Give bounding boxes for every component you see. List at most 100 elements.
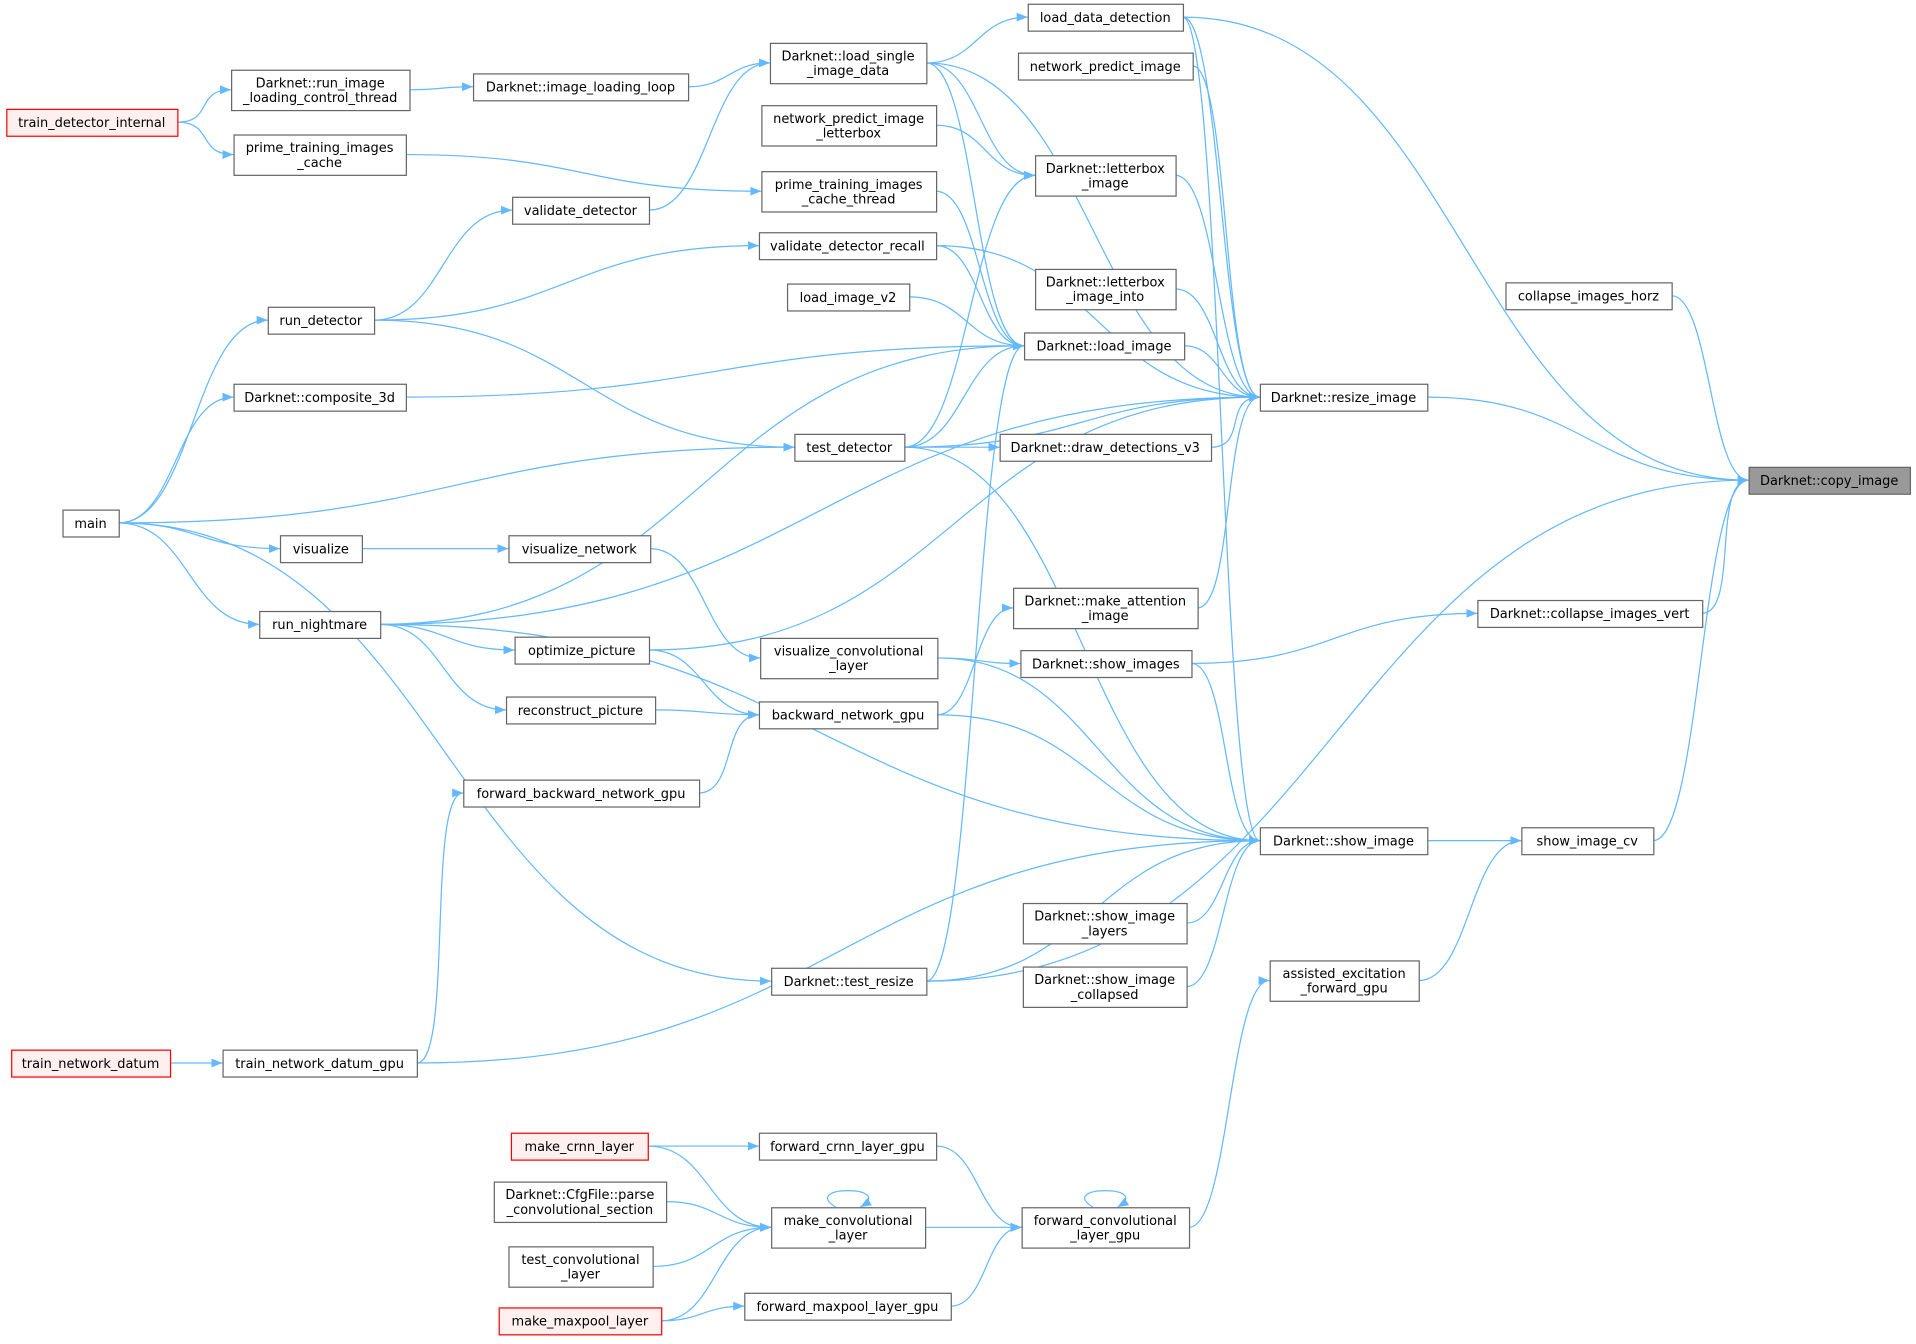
node-forward-backward-network-gpu[interactable]: forward_backward_network_gpu (463, 779, 701, 808)
edge-show_images-to-show_image (1191, 662, 1260, 845)
node-validate-detector[interactable]: validate_detector (512, 196, 651, 225)
node-train-detector-internal[interactable]: train_detector_internal (6, 108, 179, 137)
edge-main-to-test_resize (118, 522, 772, 986)
node-box (771, 967, 928, 996)
node-load-image-v2[interactable]: load_image_v2 (786, 283, 911, 312)
node-test-convolutional-layer[interactable]: test_convolutional_layer (508, 1246, 654, 1288)
node-prime-training-images-cache[interactable]: prime_training_images_cache (233, 134, 407, 176)
edge-letterbox_image-to-resize_image (1175, 174, 1260, 402)
node-show-image-collapsed[interactable]: Darknet::show_image_collapsed (1022, 966, 1188, 1009)
edge-collapse_images_horz-to-copy_image (1671, 295, 1749, 485)
edge-load_image-to-resize_image (1184, 345, 1260, 402)
node-label: backward_network_gpu (772, 709, 925, 724)
node-train-network-datum[interactable]: train_network_datum (11, 1049, 172, 1078)
edge-make_crnn_layer-to-make_convolutional_layer (647, 1145, 772, 1232)
node-box (1020, 650, 1193, 679)
node-label: test_convolutional (521, 1253, 639, 1268)
node-label: optimize_picture (528, 644, 635, 659)
node-reconstruct-picture[interactable]: reconstruct_picture (505, 696, 657, 725)
node-train-network-datum-gpu[interactable]: train_network_datum_gpu (222, 1049, 418, 1078)
nodes: load_data_detection network_predict_image… (6, 3, 1912, 1336)
node-label: forward_backward_network_gpu (477, 787, 686, 802)
edge-train_network_datum_gpu-to-forward_backward_network_gpu (416, 788, 464, 1064)
edge-run_nightmare-to-optimize_picture (380, 623, 515, 655)
node-label: load_image_v2 (800, 291, 897, 306)
node-make-maxpool-layer[interactable]: make_maxpool_layer (498, 1307, 663, 1336)
node-load-single-image-data[interactable]: Darknet::load_single_image_data (769, 42, 928, 85)
node-backward-network-gpu[interactable]: backward_network_gpu (758, 701, 939, 730)
edge-validate_detector-to-load_single_image_data (648, 58, 770, 211)
node-label: Darknet::collapse_images_vert (1490, 607, 1690, 622)
node-composite-3d[interactable]: Darknet::composite_3d (233, 383, 407, 412)
node-prime-training-images-cache-thread[interactable]: prime_training_images_cache_thread (761, 171, 938, 213)
node-box (1022, 902, 1188, 945)
node-label: visualize (293, 542, 349, 557)
node-visualize-network[interactable]: visualize_network (508, 535, 652, 564)
node-label: Darknet::letterbox (1046, 162, 1165, 177)
edge-run_nightmare-to-load_image (380, 341, 1024, 625)
node-box (233, 134, 407, 176)
node-forward-maxpool-layer-gpu[interactable]: forward_maxpool_layer_gpu (744, 1292, 952, 1321)
node-show-image-cv[interactable]: show_image_cv (1521, 827, 1655, 856)
node-collapse-images-vert[interactable]: Darknet::collapse_images_vert (1477, 599, 1704, 629)
node-box (259, 610, 382, 640)
node-label: Darknet::letterbox (1046, 276, 1165, 291)
node-box (1034, 155, 1177, 197)
node-test-resize[interactable]: Darknet::test_resize (771, 967, 928, 996)
edge-run_nightmare-to-reconstruct_picture (380, 623, 506, 715)
node-show-image[interactable]: Darknet::show_image (1259, 827, 1429, 856)
node-label: _image (1081, 177, 1129, 192)
node-forward-convolutional-layer-gpu[interactable]: forward_convolutional_layer_gpu (1021, 1207, 1191, 1249)
node-parse-convolutional-section[interactable]: Darknet::CfgFile::parse_convolutional_se… (493, 1181, 668, 1224)
node-label: _loading_control_thread (242, 91, 397, 106)
node-make-attention-image[interactable]: Darknet::make_attention_image (1012, 587, 1199, 630)
node-load-image[interactable]: Darknet::load_image (1023, 332, 1186, 361)
node-load-data-detection[interactable]: load_data_detection (1027, 3, 1185, 32)
node-visualize-convolutional-layer[interactable]: visualize_convolutional_layer (760, 637, 939, 680)
node-label: train_detector_internal (18, 116, 165, 131)
node-assisted-excitation-forward-gpu[interactable]: assisted_excitation_forward_gpu (1269, 960, 1420, 1002)
node-box (508, 1246, 654, 1288)
node-box (1023, 332, 1186, 361)
node-optimize-picture[interactable]: optimize_picture (514, 636, 651, 665)
node-box (1012, 587, 1199, 630)
node-make-convolutional-layer[interactable]: make_convolutional_layer (771, 1207, 927, 1249)
edge-load_data_detection-to-show_image (1182, 16, 1261, 845)
node-image-loading-loop[interactable]: Darknet::image_loading_loop (472, 73, 690, 102)
node-main[interactable]: main (62, 509, 120, 538)
node-label: _image_data (806, 64, 889, 79)
node-label: reconstruct_picture (518, 704, 643, 719)
node-run-detector[interactable]: run_detector (267, 306, 376, 335)
edge-show_images-to-collapse_images_vert (1191, 608, 1478, 665)
edge-load_data_detection-to-resize_image (1182, 16, 1260, 402)
node-copy-image[interactable]: Darknet::copy_image (1748, 466, 1912, 495)
edge-test_convolutional_layer-to-make_convolutional_layer (652, 1222, 772, 1268)
node-test-detector[interactable]: test_detector (794, 433, 906, 462)
node-network-predict-image-letterbox[interactable]: network_predict_image_letterbox (761, 105, 938, 147)
node-draw-detections-v3[interactable]: Darknet::draw_detections_v3 (999, 433, 1213, 462)
node-box (62, 509, 120, 538)
node-collapse-images-horz[interactable]: collapse_images_horz (1505, 282, 1673, 311)
node-make-crnn-layer[interactable]: make_crnn_layer (510, 1132, 649, 1161)
node-label: assisted_excitation (1283, 967, 1406, 982)
node-label: Darknet::copy_image (1760, 474, 1898, 489)
node-label: _cache (296, 156, 342, 171)
node-label: validate_detector_recall (770, 239, 925, 254)
edges (118, 12, 1749, 1322)
edge-backward_network_gpu-to-show_image (937, 714, 1260, 846)
node-resize-image[interactable]: Darknet::resize_image (1259, 383, 1429, 412)
node-box (1269, 960, 1420, 1002)
node-show-image-layers[interactable]: Darknet::show_image_layers (1022, 902, 1188, 945)
node-visualize[interactable]: visualize (279, 535, 363, 564)
node-run-image-loading-control-thread[interactable]: Darknet::run_image_loading_control_threa… (231, 69, 411, 112)
node-letterbox-image[interactable]: Darknet::letterbox_image (1034, 155, 1177, 197)
node-run-nightmare[interactable]: run_nightmare (259, 610, 382, 640)
node-show-images[interactable]: Darknet::show_images (1020, 650, 1193, 679)
node-validate-detector-recall[interactable]: validate_detector_recall (758, 232, 938, 261)
edge-network_predict_image_letterbox-to-letterbox_image (936, 124, 1035, 180)
node-box (758, 701, 939, 730)
node-network-predict-image[interactable]: network_predict_image (1017, 52, 1194, 81)
node-forward-crnn-layer-gpu[interactable]: forward_crnn_layer_gpu (758, 1132, 938, 1161)
node-letterbox-image-into[interactable]: Darknet::letterbox_image_into (1034, 268, 1177, 311)
edge-run_image_loading_control_thread-to-image_loading_loop (409, 82, 473, 92)
